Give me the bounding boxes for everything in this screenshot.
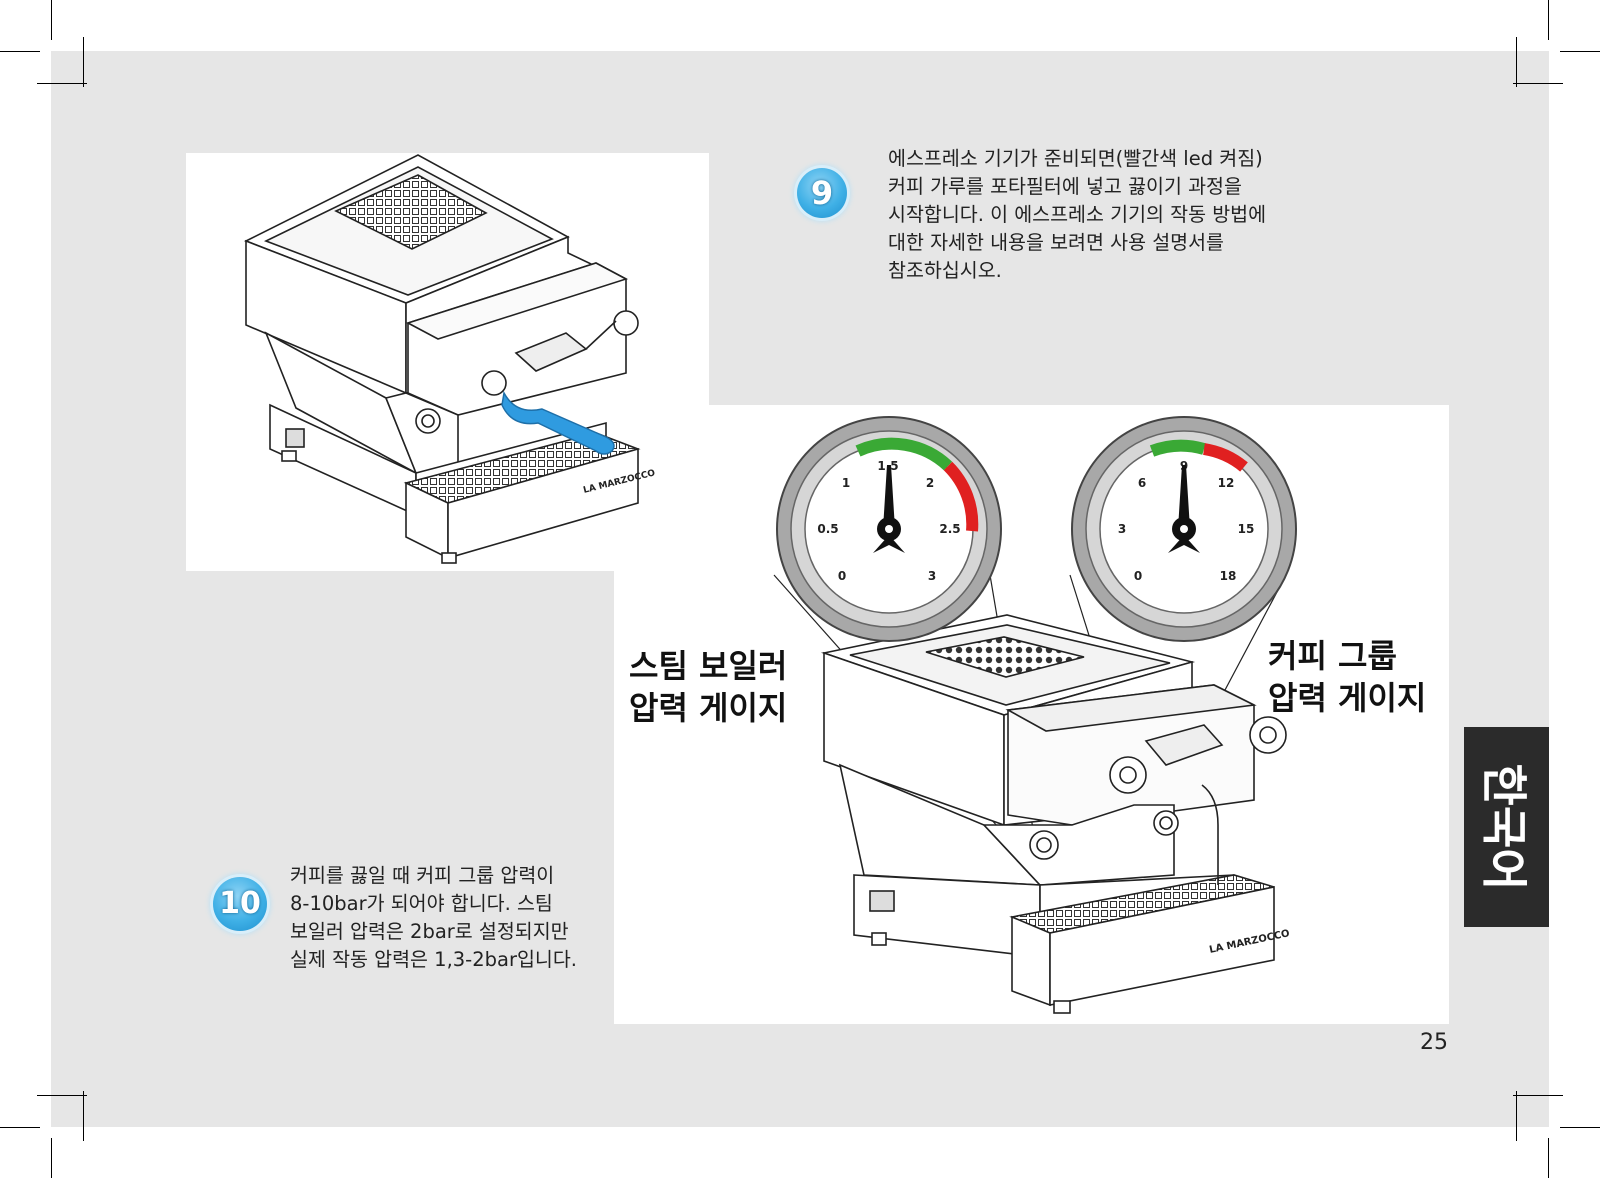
svg-text:2: 2 [926, 476, 934, 490]
svg-text:18: 18 [1220, 569, 1237, 583]
coffee-group-gauge: 0 3 6 9 12 15 18 [1071, 416, 1297, 642]
svg-text:0: 0 [838, 569, 846, 583]
step-10-line: 보일러 압력은 2bar로 설정되지만 [290, 920, 569, 943]
pressure-gauges-illustration: LA MARZOCCO 0 0.5 1 1.5 2 2.5 3 0 3 6 [773, 416, 1297, 1014]
svg-text:1: 1 [842, 476, 850, 490]
language-tab: 한국어 [1464, 727, 1549, 927]
svg-text:3: 3 [1118, 522, 1126, 536]
label-line: 커피 그룹 [1268, 637, 1397, 675]
step-9-text: 에스프레소 기기가 준비되면(빨간색 led 켜짐) 커피 가루를 포타필터에 … [888, 145, 1266, 285]
step-9-line: 커피 가루를 포타필터에 넣고 끓이기 과정을 [888, 175, 1242, 198]
page-number: 25 [1420, 1030, 1448, 1055]
coffee-group-gauge-label: 커피 그룹 압력 게이지 [1268, 635, 1426, 719]
espresso-machine-portafilter-illustration: LA MARZOCCO [244, 154, 657, 564]
svg-text:15: 15 [1238, 522, 1255, 536]
step-9-line: 시작합니다. 이 에스프레소 기기의 작동 방법에 [888, 203, 1267, 226]
svg-text:0.5: 0.5 [817, 522, 838, 536]
label-line: 압력 게이지 [1268, 679, 1427, 717]
step-9-line: 에스프레소 기기가 준비되면(빨간색 led 켜짐) [888, 147, 1263, 170]
svg-text:3: 3 [928, 569, 936, 583]
step-10-line: 커피를 끓일 때 커피 그룹 압력이 [290, 864, 555, 887]
step-9-badge: 9 [797, 168, 847, 218]
step-10-text: 커피를 끓일 때 커피 그룹 압력이 8-10bar가 되어야 합니다. 스팀 … [290, 862, 577, 974]
step-9-line: 대한 자세한 내용을 보려면 사용 설명서를 [888, 231, 1224, 254]
svg-text:12: 12 [1218, 476, 1235, 490]
steam-boiler-gauge: 0 0.5 1 1.5 2 2.5 3 [776, 416, 1002, 642]
label-line: 스팀 보일러 [629, 647, 788, 685]
label-line: 압력 게이지 [629, 689, 788, 727]
language-tab-label: 한국어 [1476, 763, 1531, 891]
svg-text:6: 6 [1138, 476, 1146, 490]
svg-text:0: 0 [1134, 569, 1142, 583]
step-9-line: 참조하십시오. [888, 259, 1002, 282]
steam-boiler-gauge-label: 스팀 보일러 압력 게이지 [629, 645, 787, 729]
portafilter [501, 390, 615, 455]
svg-text:2.5: 2.5 [939, 522, 960, 536]
step-10-line: 실제 작동 압력은 1,3-2bar입니다. [290, 948, 577, 971]
step-10-line: 8-10bar가 되어야 합니다. 스팀 [290, 892, 553, 915]
step-10-badge: 10 [213, 877, 267, 931]
